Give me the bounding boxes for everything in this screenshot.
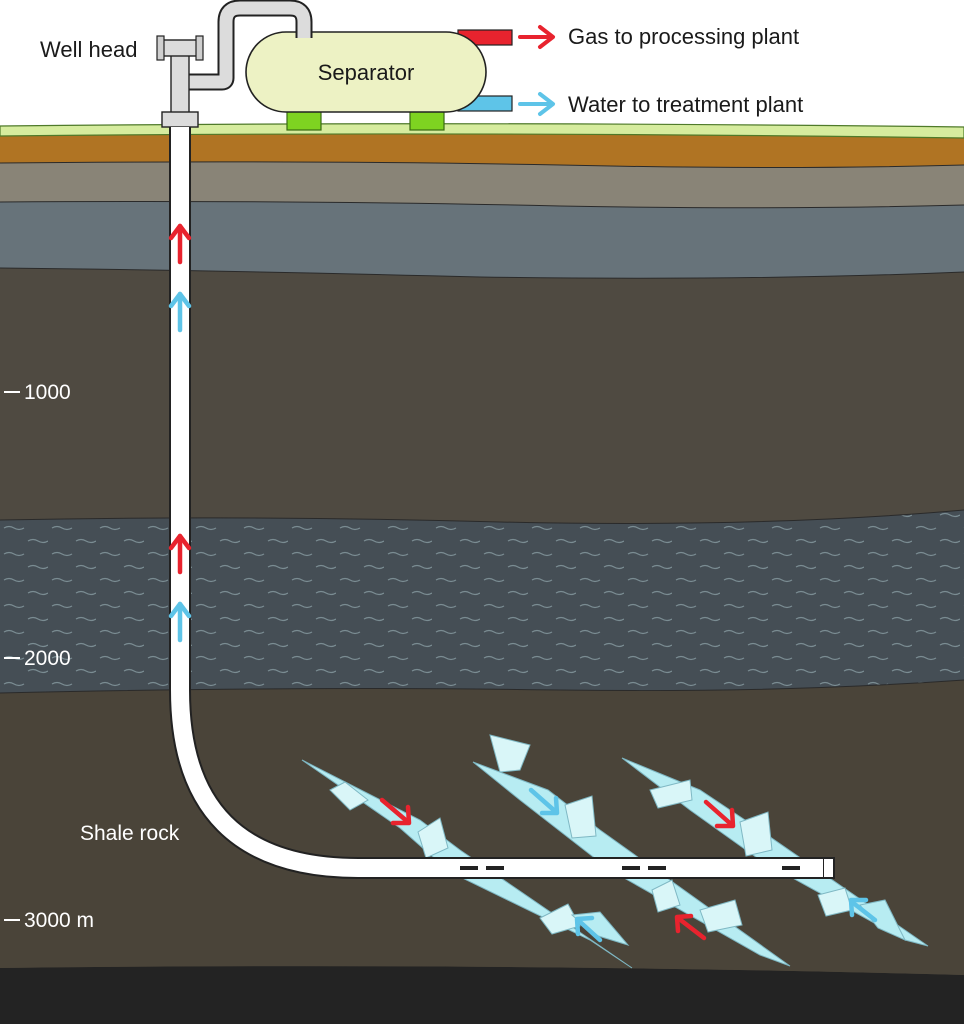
water-outlet-label: Water to treatment plant	[568, 92, 803, 117]
separator-label: Separator	[318, 60, 415, 85]
well-head-valve	[162, 39, 198, 57]
water-arrow-fracture-2	[574, 915, 603, 943]
shale-rock-layer	[0, 680, 964, 975]
valve-flange-left	[156, 35, 165, 61]
water-arrow-fracture-1	[528, 787, 560, 816]
water-outlet-arrow	[518, 92, 555, 116]
well-head-base	[161, 111, 199, 128]
gas-outlet-arrow	[518, 25, 555, 49]
gas-flow-arrows	[168, 223, 736, 941]
well-head-label: Well head	[40, 37, 137, 62]
depth-label-1000: 1000	[24, 381, 71, 404]
water-arrow-fracture-3	[848, 897, 878, 923]
water-arrow-up-1	[168, 291, 192, 333]
gas-outlet-label: Gas to processing plant	[568, 24, 799, 49]
aquifer-waves	[0, 510, 964, 693]
mudstone-layer	[0, 268, 964, 524]
separator-unit	[245, 29, 513, 131]
gas-arrow-fracture-1	[379, 797, 412, 826]
gas-arrow-up-2	[168, 533, 192, 575]
depth-label-3000: 3000 m	[24, 909, 94, 932]
separator-tank	[245, 31, 487, 113]
valve-flange-right	[195, 35, 204, 61]
water-flow-arrows	[168, 291, 878, 943]
gas-arrow-fracture-3	[674, 913, 707, 941]
well-head	[156, 0, 313, 128]
shale-rock-label: Shale rock	[80, 822, 180, 845]
gas-arrow-fracture-2	[703, 799, 736, 829]
bottom-rock-layer	[0, 966, 964, 1024]
well-head-riser	[170, 51, 190, 117]
well-bore	[169, 127, 835, 879]
depth-scale	[4, 391, 20, 921]
depth-label-2000: 2000	[24, 647, 71, 670]
gas-arrow-up-1	[168, 223, 192, 265]
grey-layer	[0, 161, 964, 208]
geological-layers	[0, 123, 964, 1024]
slate-layer	[0, 201, 964, 279]
topsoil-layer	[0, 133, 964, 168]
water-arrow-up-2	[168, 601, 192, 643]
